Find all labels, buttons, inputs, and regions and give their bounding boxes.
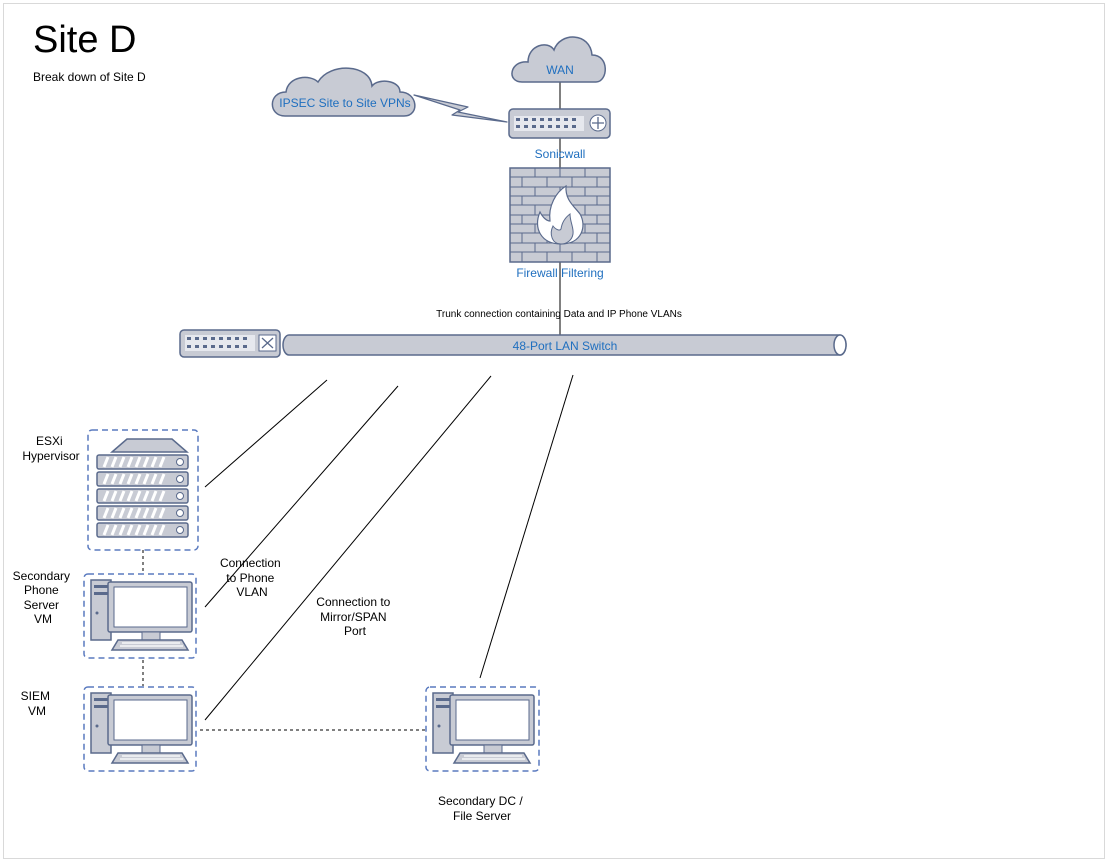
dc-uplink	[479, 374, 574, 679]
desktop-computer-icon	[90, 579, 193, 651]
firewall-icon	[509, 167, 611, 263]
lan-switch-bus	[282, 334, 847, 356]
mirror-port-annotation: Connection to Mirror/SPAN Port	[316, 595, 393, 638]
vpn-cloud-icon: IPSEC Site to Site VPNs	[271, 67, 416, 117]
phone-server-label: Secondary Phone Server VM	[13, 569, 74, 626]
server-icon	[96, 438, 190, 538]
siem-group	[83, 686, 197, 772]
siem-uplink	[204, 375, 492, 721]
dc-server-group	[425, 686, 540, 772]
dc-label: Secondary DC / File Server	[438, 794, 526, 823]
connection-lines	[204, 82, 574, 721]
desktop-computer-icon	[90, 692, 193, 764]
switch-label: 48-Port LAN Switch	[513, 339, 618, 353]
sonicwall-label: Sonicwall	[535, 147, 586, 161]
esxi-label: ESXi Hypervisor	[22, 434, 79, 463]
vpn-link-bolt	[413, 94, 508, 123]
desktop-computer-icon	[432, 692, 535, 764]
dc-vm-boundary	[425, 686, 540, 772]
page-title: Site D	[33, 19, 136, 61]
siem-vm-boundary	[83, 686, 197, 772]
wan-label: WAN	[546, 63, 574, 77]
switch-device-icon	[179, 329, 281, 358]
esxi-uplink	[204, 379, 328, 488]
phone-vlan-annotation: Connection to Phone VLAN	[220, 556, 284, 599]
firewall-label: Firewall Filtering	[516, 266, 603, 280]
esxi-vm-boundary	[87, 429, 199, 551]
phone-server-uplink	[204, 385, 399, 608]
phone-server-group	[83, 573, 197, 659]
siem-label: SIEM VM	[21, 689, 54, 718]
vpn-label: IPSEC Site to Site VPNs	[279, 96, 410, 110]
sonicwall-icon	[508, 108, 611, 139]
page-subtitle: Break down of Site D	[33, 70, 146, 84]
trunk-label: Trunk connection containing Data and IP …	[436, 309, 682, 320]
phone-server-vm-boundary	[83, 573, 197, 659]
dashed-links	[142, 550, 425, 731]
esxi-server-group	[87, 429, 199, 551]
wan-cloud-icon: WAN	[511, 36, 606, 83]
